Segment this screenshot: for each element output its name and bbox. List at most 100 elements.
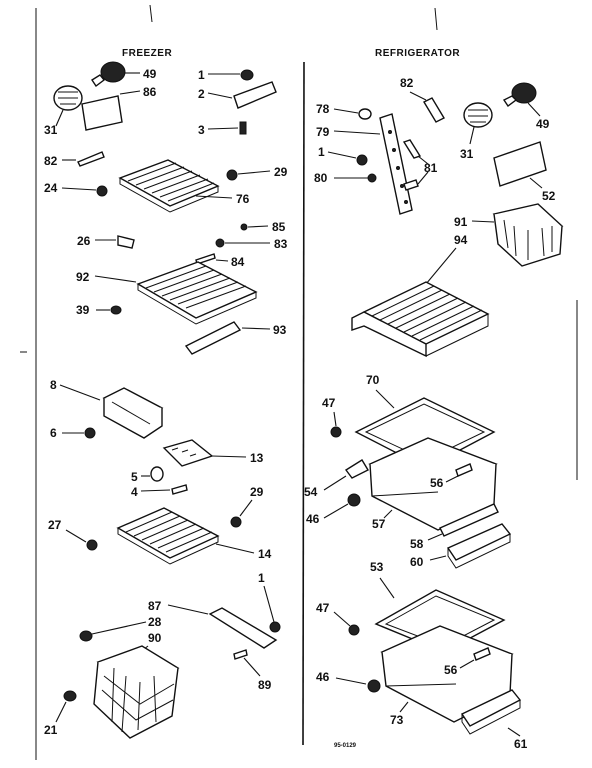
callout-49-refrigerator: 49 xyxy=(536,117,550,131)
bracket-21-part xyxy=(63,690,77,702)
callout-47-lower: 47 xyxy=(316,601,330,615)
callout-91: 91 xyxy=(454,215,468,229)
callout-31: 31 xyxy=(44,123,58,137)
callout-60: 60 xyxy=(410,555,424,569)
control-13-part xyxy=(162,439,214,467)
callout-8: 8 xyxy=(50,378,57,392)
screw-part xyxy=(239,121,247,135)
pin-82-ref-part xyxy=(423,97,445,123)
fastener-80-part xyxy=(367,173,377,183)
callout-83: 83 xyxy=(274,237,288,251)
callout-70: 70 xyxy=(366,373,380,387)
refrigerator-header: REFRIGERATOR xyxy=(375,48,460,59)
knob-5-part xyxy=(150,466,164,482)
callout-57: 57 xyxy=(372,517,386,531)
callout-29-lower: 29 xyxy=(250,485,264,499)
callout-2: 2 xyxy=(198,87,205,101)
freezer-header: FREEZER xyxy=(122,48,172,59)
callout-47-upper: 47 xyxy=(322,396,336,410)
light-socket-part xyxy=(53,85,83,111)
support-47-upper-part xyxy=(330,426,342,438)
callout-46-lower: 46 xyxy=(316,670,330,684)
drawing-code: 95-0129 xyxy=(334,743,357,749)
callout-3: 3 xyxy=(198,123,205,137)
callout-29-upper: 29 xyxy=(274,165,288,179)
fastener-85-part xyxy=(240,223,248,231)
callout-84: 84 xyxy=(231,255,245,269)
callout-93: 93 xyxy=(273,323,287,337)
support-47-lower-part xyxy=(348,624,360,636)
callout-85: 85 xyxy=(272,220,286,234)
light-shield-part xyxy=(81,95,123,131)
callout-13: 13 xyxy=(250,451,264,465)
trim-58-part xyxy=(439,503,499,537)
callout-56-upper: 56 xyxy=(430,476,444,490)
callout-21: 21 xyxy=(44,723,58,737)
glass-shelf-94-part xyxy=(351,281,490,358)
fastener-6-part xyxy=(84,427,96,439)
screw-81b-part xyxy=(403,179,419,191)
top-mark xyxy=(434,7,438,31)
callout-76: 76 xyxy=(236,192,250,206)
bracket-27-part xyxy=(86,539,98,551)
crisper-drawer-57-part xyxy=(368,437,498,531)
light-bulb-part xyxy=(91,61,126,88)
callout-87: 87 xyxy=(148,599,162,613)
handle-61-part xyxy=(460,689,522,735)
callout-81: 81 xyxy=(424,161,438,175)
pin-part xyxy=(77,151,105,167)
callout-61: 61 xyxy=(514,737,528,751)
fastener-83-part xyxy=(215,238,225,248)
shelf-trim-93-part xyxy=(184,321,242,355)
retainer-26-part xyxy=(117,235,135,249)
freezer-shelf-92-part xyxy=(136,261,258,325)
bracket-39-part xyxy=(110,305,122,315)
callout-52: 52 xyxy=(542,189,556,203)
shelf-clip-part xyxy=(240,69,254,81)
callout-78: 78 xyxy=(316,102,330,116)
clip-1-lower-part xyxy=(269,621,281,633)
handle-60-part xyxy=(446,523,512,569)
rail-87-part xyxy=(208,607,278,649)
shelf-bracket-29-part xyxy=(226,169,238,181)
bin-91-part xyxy=(492,203,564,267)
divider-56-lower-part xyxy=(473,647,491,661)
section-divider xyxy=(302,61,305,746)
clip-1-ref-part xyxy=(356,154,368,166)
callout-4: 4 xyxy=(131,485,138,499)
callout-1-refrigerator: 1 xyxy=(318,145,325,159)
light-bulb-ref-part xyxy=(502,82,537,108)
callout-54: 54 xyxy=(304,485,318,499)
callout-27: 27 xyxy=(48,518,62,532)
callout-39: 39 xyxy=(76,303,90,317)
callout-1-freezer-lower: 1 xyxy=(258,571,265,585)
callout-14: 14 xyxy=(258,547,272,561)
top-mark-left xyxy=(149,4,153,23)
callout-28: 28 xyxy=(148,615,162,629)
callout-79: 79 xyxy=(316,125,330,139)
light-shield-52-part xyxy=(493,141,547,187)
bracket-8-part xyxy=(102,387,164,439)
basket-90-part xyxy=(93,645,180,739)
callout-80: 80 xyxy=(314,171,328,185)
wire-shelf-14-part xyxy=(116,507,220,565)
callout-58: 58 xyxy=(410,537,424,551)
rail-54-part xyxy=(344,459,369,479)
shelf-rail-79-part xyxy=(379,113,413,215)
shelf-support-part xyxy=(233,81,277,109)
support-46-upper-part xyxy=(347,493,361,507)
callout-46-upper: 46 xyxy=(306,512,320,526)
cap-78-part xyxy=(358,108,372,120)
callout-24: 24 xyxy=(44,181,58,195)
screw-4-part xyxy=(171,484,188,495)
callout-86: 86 xyxy=(143,85,157,99)
wire-shelf-part xyxy=(118,159,220,213)
callout-31-refrigerator: 31 xyxy=(460,147,474,161)
callout-94: 94 xyxy=(454,233,468,247)
callout-26: 26 xyxy=(77,234,91,248)
callout-73: 73 xyxy=(390,713,404,727)
screw-81a-part xyxy=(402,139,422,159)
shelf-bracket-part xyxy=(96,185,108,197)
callout-89: 89 xyxy=(258,678,272,692)
